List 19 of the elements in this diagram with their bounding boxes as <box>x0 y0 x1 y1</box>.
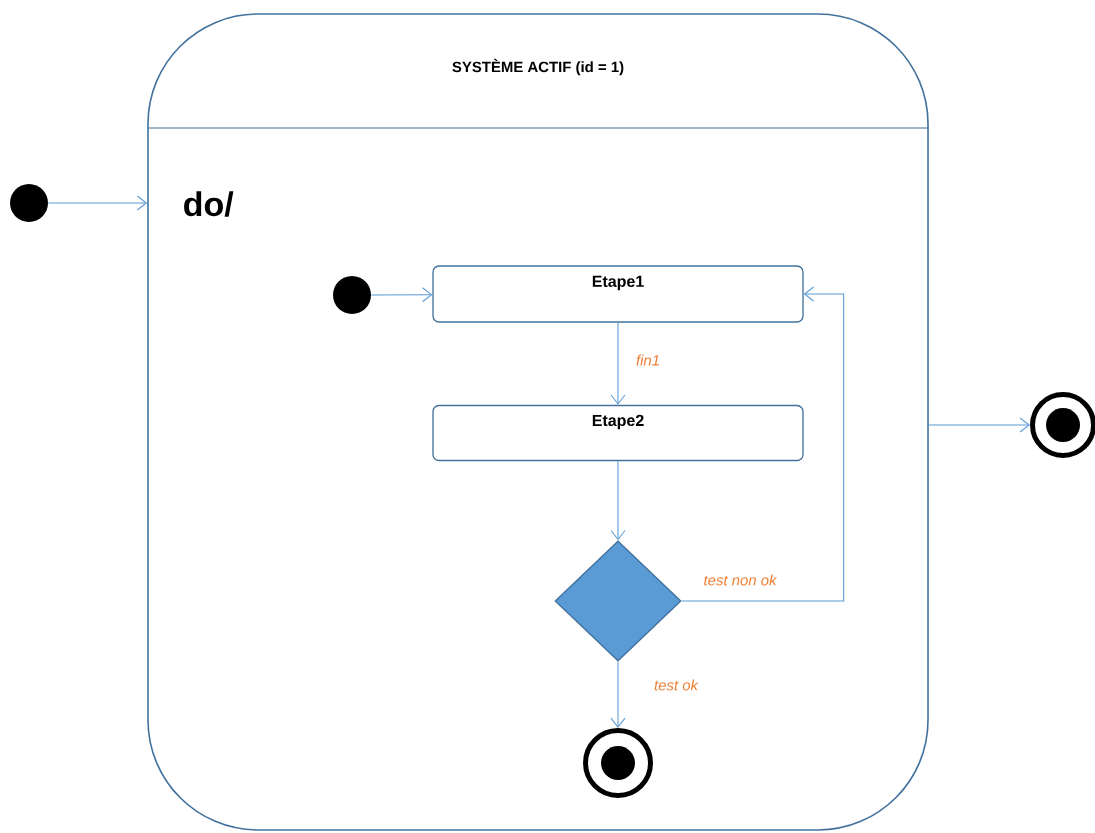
final-state <box>1030 392 1095 458</box>
state-box: Etape1 <box>432 265 804 323</box>
state-box: Etape2 <box>432 404 804 462</box>
activity-label: do/ <box>184 191 234 217</box>
arrow <box>610 661 626 728</box>
state-title: SYSTÈME ACTIF (id = 1) <box>452 58 624 76</box>
arrow <box>610 322 626 405</box>
edge-label: test non ok <box>702 573 778 587</box>
decision-diamond <box>554 540 682 662</box>
arrow <box>928 417 1031 433</box>
arrow <box>370 287 433 303</box>
edge-label: fin1 <box>634 353 662 367</box>
arrow <box>681 286 845 602</box>
initial-state <box>10 184 48 222</box>
edge-label: test ok <box>652 678 700 692</box>
initial-state <box>333 276 371 314</box>
arrow <box>610 460 626 541</box>
arrow <box>47 195 148 211</box>
final-state <box>583 728 653 798</box>
